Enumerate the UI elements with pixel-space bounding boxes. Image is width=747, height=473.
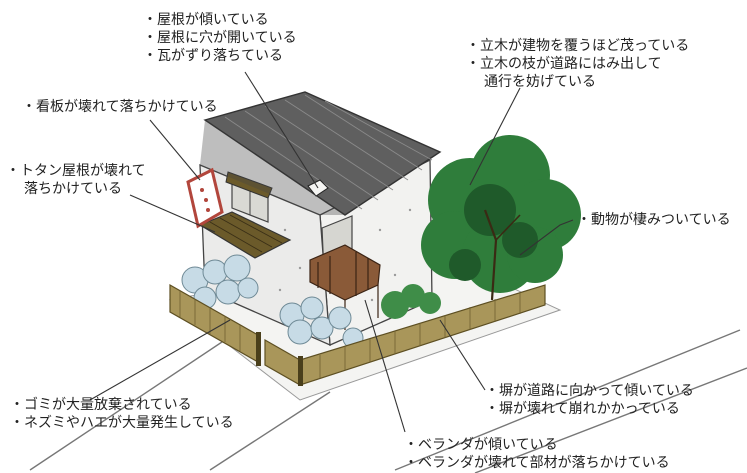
garbage-piles [181, 254, 364, 349]
roof-tiles [224, 94, 433, 210]
signboard-label: ・看板が壊れて落ちかけている [22, 99, 218, 115]
animals-label: ・動物が棲みついている [577, 212, 731, 228]
overgrown-trees [421, 135, 581, 301]
road-lines [29, 319, 747, 473]
trees-overgrown-label: ・立木が建物を覆うほど茂っている [466, 38, 690, 54]
tin-roof-callout: ・トタン屋根が壊れて 落ちかけている [6, 162, 146, 198]
garbage-label: ・ゴミが大量放棄されている [10, 397, 192, 413]
fence-callout: ・塀が道路に向かって傾いている ・塀が壊れて崩れかかっている [485, 382, 694, 418]
leader-lines [89, 71, 574, 433]
shrubs [381, 284, 441, 319]
pests-label: ・ネズミやハエが大量発生している [10, 415, 234, 431]
tin-roof [198, 211, 292, 259]
veranda-callout: ・ベランダが傾いている ・ベランダが壊れて部材が落ちかけている [404, 436, 670, 472]
fence-hatching [179, 290, 521, 378]
fence-collapsing-label: ・塀が壊れて崩れかかっている [485, 401, 680, 417]
tin-roof-label-line2: 落ちかけている [24, 181, 122, 197]
signboard-callout: ・看板が壊れて落ちかけている [22, 98, 218, 116]
branches-road-label: ・立木の枝が道路にはみ出して [466, 56, 662, 72]
fence-tilted-label: ・塀が道路に向かって傾いている [485, 383, 694, 399]
roof-callout: ・屋根が傾いている ・屋根に穴が開いている ・瓦がずり落ちている [143, 11, 297, 65]
roof-hole-label: ・屋根に穴が開いている [143, 30, 297, 46]
branches-road-label-line2: 通行を妨げている [484, 74, 596, 90]
animals-callout: ・動物が棲みついている [577, 211, 731, 229]
tiles-slipping-label: ・瓦がずり落ちている [143, 48, 283, 64]
signboard [186, 167, 224, 229]
trees-callout: ・立木が建物を覆うほど茂っている ・立木の枝が道路にはみ出して 通行を妨げている [466, 37, 689, 91]
veranda-falling-label: ・ベランダが壊れて部材が落ちかけている [404, 455, 670, 471]
roof-tilted-label: ・屋根が傾いている [143, 12, 269, 28]
main-roof [203, 91, 442, 216]
tin-roof-label-line1: ・トタン屋根が壊れて [6, 163, 146, 179]
upper-awning [225, 171, 273, 199]
veranda-tilted-label: ・ベランダが傾いている [404, 437, 558, 453]
garbage-callout: ・ゴミが大量放棄されている ・ネズミやハエが大量発生している [10, 396, 234, 432]
